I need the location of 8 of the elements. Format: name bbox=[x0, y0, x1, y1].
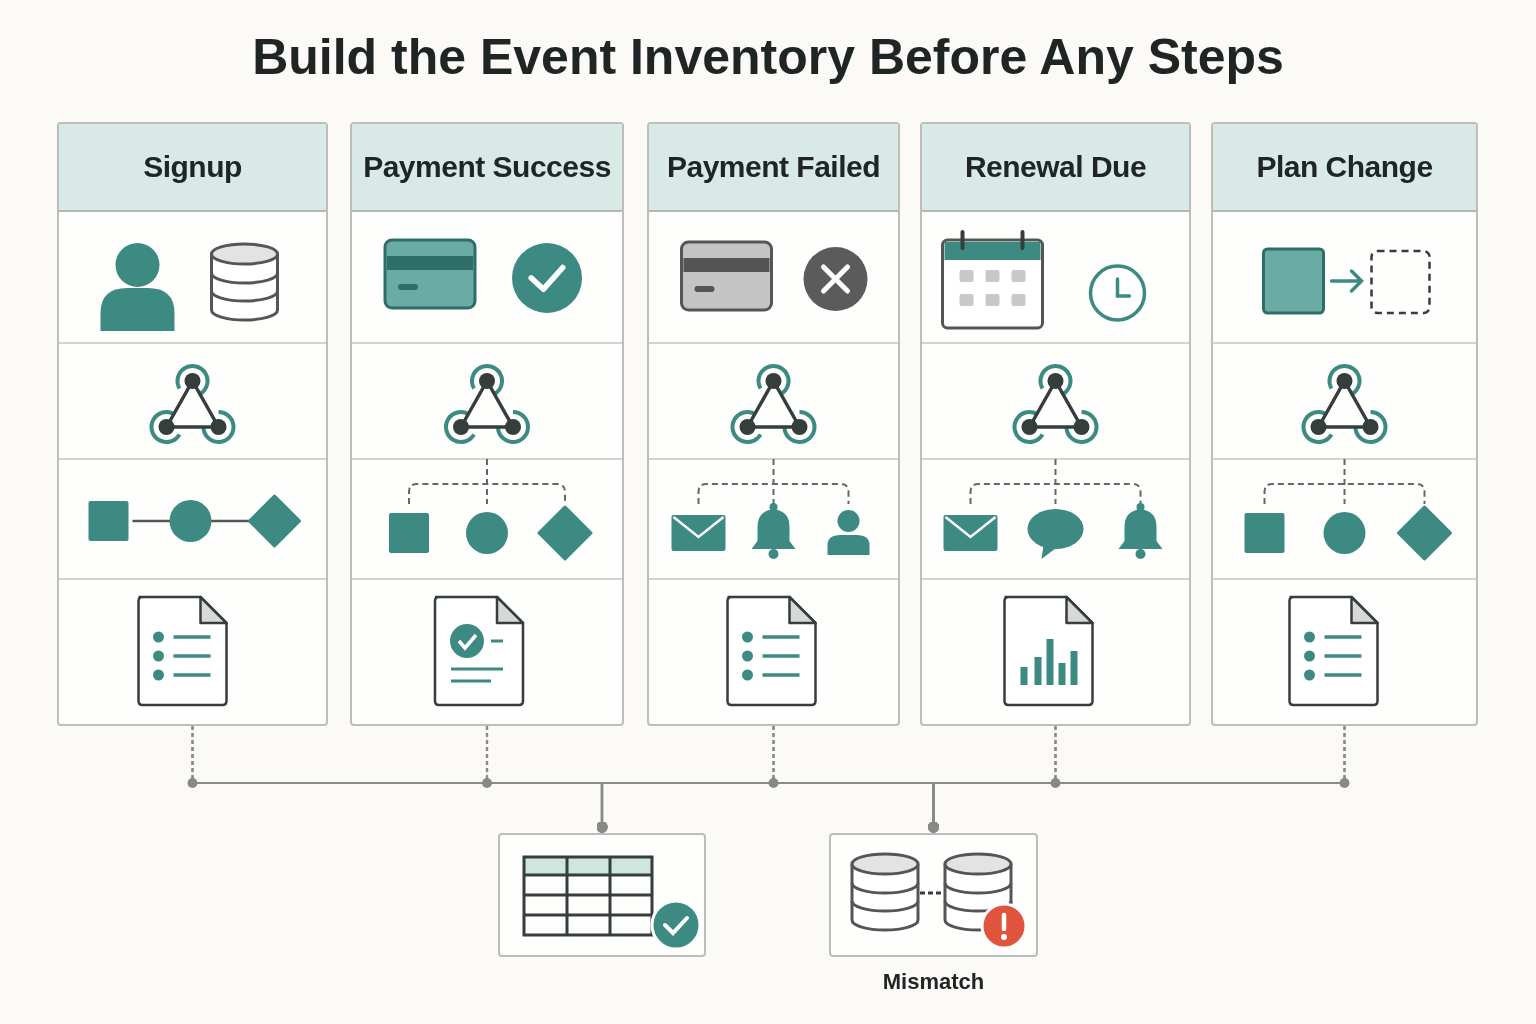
column-header: Signup bbox=[59, 124, 326, 212]
column-header: Payment Failed bbox=[649, 124, 898, 212]
column-header: Plan Change bbox=[1213, 124, 1476, 212]
title: Build the Event Inventory Before Any Steps bbox=[251, 28, 1285, 86]
box-caption: Mismatch bbox=[881, 969, 986, 995]
column-header: Renewal Due bbox=[922, 124, 1189, 212]
column-header: Payment Success bbox=[352, 124, 622, 212]
connector-line bbox=[928, 726, 1346, 833]
